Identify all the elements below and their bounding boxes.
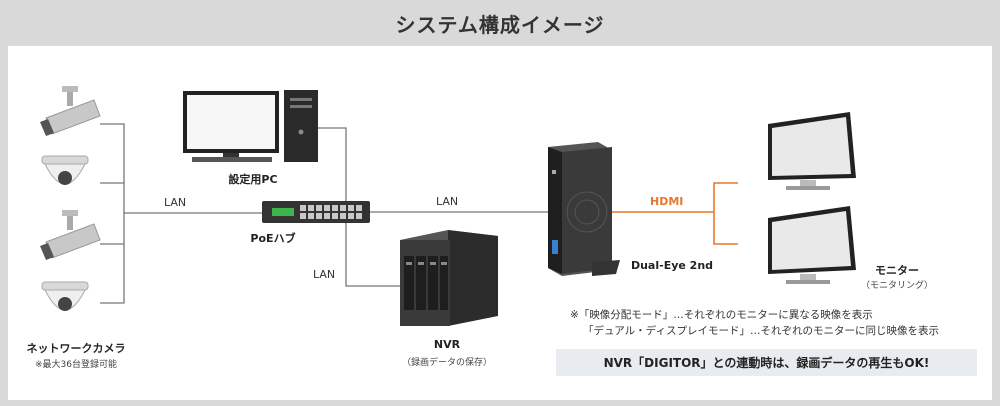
dual-eye-device-icon <box>548 142 620 276</box>
hdmi-label: HDMI <box>650 195 684 208</box>
poe-hub-icon <box>262 201 370 223</box>
nvr-sublabel: （録画データの保存） <box>401 358 493 368</box>
monitor-label: モニター <box>875 264 919 277</box>
connection-lines <box>100 123 548 304</box>
bullet-camera-icon <box>40 86 101 136</box>
pc-link-line <box>318 127 347 204</box>
monitor-icon <box>768 112 856 190</box>
hdmi-lines <box>612 182 738 245</box>
mode-note-2: 「デュアル・ディスプレイモード」…それぞれのモニターに同じ映像を表示 <box>583 325 939 337</box>
dual-eye-label: Dual-Eye 2nd <box>630 259 714 272</box>
nvr-icon <box>400 230 498 326</box>
lan-nvr-line <box>345 222 400 287</box>
dome-camera-icon <box>41 281 89 311</box>
desktop-pc-icon <box>183 90 318 162</box>
page-title: システム構成イメージ <box>395 12 605 37</box>
pc-label: 設定用PC <box>228 173 278 186</box>
camera-sublabel: ※最大36台登録可能 <box>35 360 117 370</box>
lan-nvr-label: LAN <box>313 268 336 281</box>
digitor-highlight: NVR「DIGITOR」との連動時は、録画データの再生もOK! <box>556 349 977 376</box>
dome-camera-icon <box>41 155 89 185</box>
bullet-camera-icon <box>40 210 101 260</box>
poe-hub-label: PoEハブ <box>250 232 296 245</box>
monitor-icon <box>768 206 856 284</box>
mode-note-1: ※「映像分配モード」…それぞれのモニターに異なる映像を表示 <box>570 309 873 321</box>
camera-bus-line <box>100 123 125 304</box>
lan-main-label: LAN <box>436 195 459 208</box>
camera-label: ネットワークカメラ <box>26 342 126 355</box>
monitor-sublabel: （モニタリング） <box>860 281 934 291</box>
nvr-label: NVR <box>433 338 461 351</box>
lan-camera-label: LAN <box>164 196 187 209</box>
